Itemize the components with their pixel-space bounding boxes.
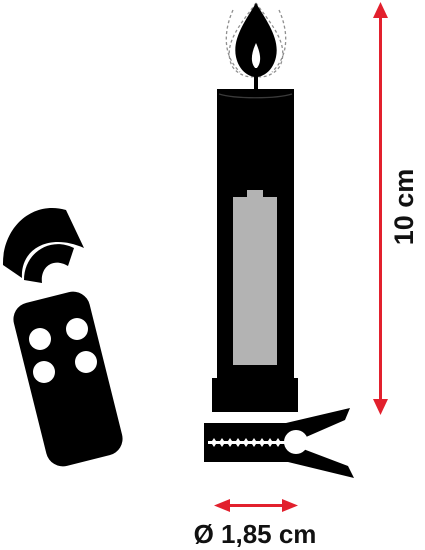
remote-button-top-left	[29, 328, 51, 350]
candle-top-rim	[218, 93, 293, 99]
battery-terminal	[247, 190, 263, 199]
diameter-label: Ø 1,85 cm	[194, 519, 317, 549]
remote-button-bottom-right	[75, 351, 97, 373]
remote-buttons	[29, 318, 97, 383]
height-label: 10 cm	[389, 169, 419, 246]
battery-icon	[233, 190, 277, 365]
battery-cell	[233, 197, 277, 365]
flame-motion-outline	[225, 2, 287, 78]
diameter-dimension-arrow	[214, 499, 298, 512]
signal-arc-outer	[2, 207, 84, 278]
clip-teeth	[208, 438, 286, 447]
flame-body	[235, 3, 277, 77]
remote-button-top-right	[66, 318, 88, 340]
clip-spring	[284, 430, 308, 454]
remote-body	[13, 291, 123, 467]
remote-button-bottom-left	[33, 361, 55, 383]
candle-base	[212, 378, 298, 412]
signal-arc-middle	[24, 244, 74, 283]
height-dimension-arrow	[373, 2, 388, 415]
candle-clip-icon	[204, 408, 354, 478]
flame-inner	[251, 43, 261, 69]
wireless-signal-icon	[2, 207, 84, 283]
candle-wick	[254, 68, 258, 98]
remote-control-icon	[13, 291, 123, 467]
led-candle-icon	[212, 89, 298, 412]
flame-icon	[225, 2, 287, 98]
